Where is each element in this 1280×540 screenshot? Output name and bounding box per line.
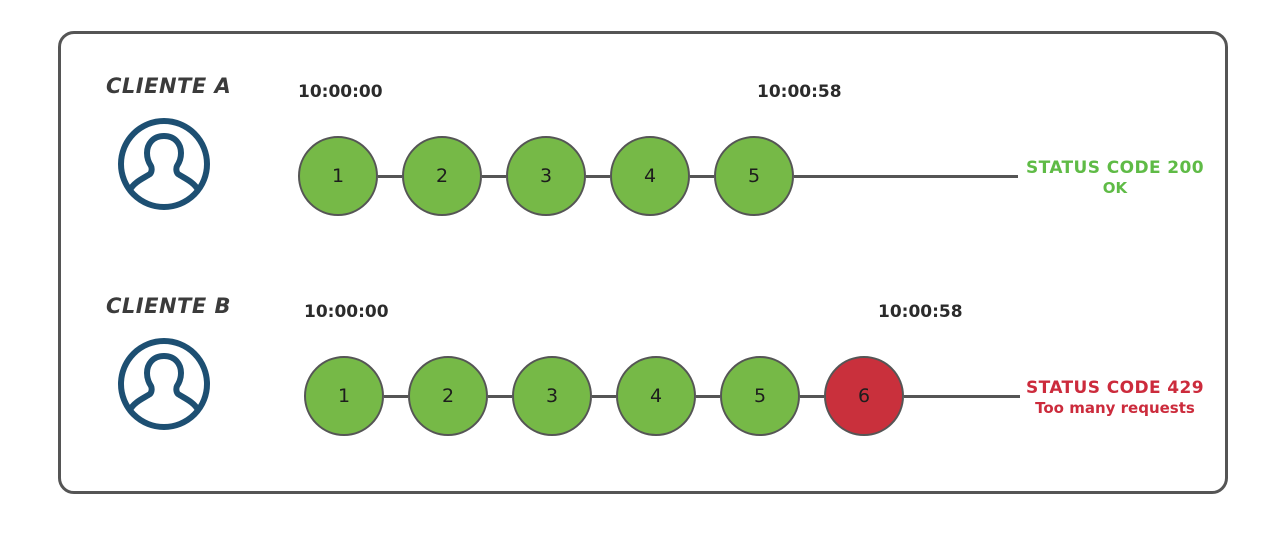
timestamp-end-a: 10:00:58 (757, 82, 842, 102)
request-node[interactable]: 5 (720, 356, 800, 436)
connector (482, 175, 506, 178)
status-badge-a: STATUS CODE 200 OK (1026, 158, 1204, 198)
status-badge-b: STATUS CODE 429 Too many requests (1026, 378, 1204, 418)
request-node[interactable]: 4 (616, 356, 696, 436)
status-connector-line (794, 175, 1018, 178)
status-desc-text: Too many requests (1035, 399, 1195, 418)
request-node[interactable]: 1 (298, 136, 378, 216)
client-label-a: CLIENTE A (106, 74, 232, 98)
connector (800, 395, 824, 398)
client-label-b: CLIENTE B (106, 294, 232, 318)
connector (378, 175, 402, 178)
connector (488, 395, 512, 398)
status-desc-text: OK (1102, 179, 1128, 198)
connector (690, 175, 714, 178)
request-node[interactable]: 4 (610, 136, 690, 216)
status-code-text: STATUS CODE 200 (1026, 158, 1204, 178)
connector (586, 175, 610, 178)
request-node[interactable]: 1 (304, 356, 384, 436)
request-node[interactable]: 5 (714, 136, 794, 216)
connector (384, 395, 408, 398)
connector (696, 395, 720, 398)
diagram-frame (58, 31, 1228, 494)
status-code-text: STATUS CODE 429 (1026, 378, 1204, 398)
timestamp-end-b: 10:00:58 (878, 302, 963, 322)
timestamp-start-a: 10:00:00 (298, 82, 383, 102)
request-node[interactable]: 2 (408, 356, 488, 436)
status-connector-line (904, 395, 1020, 398)
user-avatar-icon (114, 334, 214, 434)
client-row-cliente-b: CLIENTE B 10:00:00 10:00:58 1 2 (0, 282, 1280, 492)
client-row-cliente-a: CLIENTE A 10:00:00 10:00:58 1 2 3 (0, 62, 1280, 272)
request-node-rejected[interactable]: 6 (824, 356, 904, 436)
user-avatar-icon (114, 114, 214, 214)
connector (592, 395, 616, 398)
request-node[interactable]: 2 (402, 136, 482, 216)
request-node[interactable]: 3 (506, 136, 586, 216)
timestamp-start-b: 10:00:00 (304, 302, 389, 322)
request-node[interactable]: 3 (512, 356, 592, 436)
